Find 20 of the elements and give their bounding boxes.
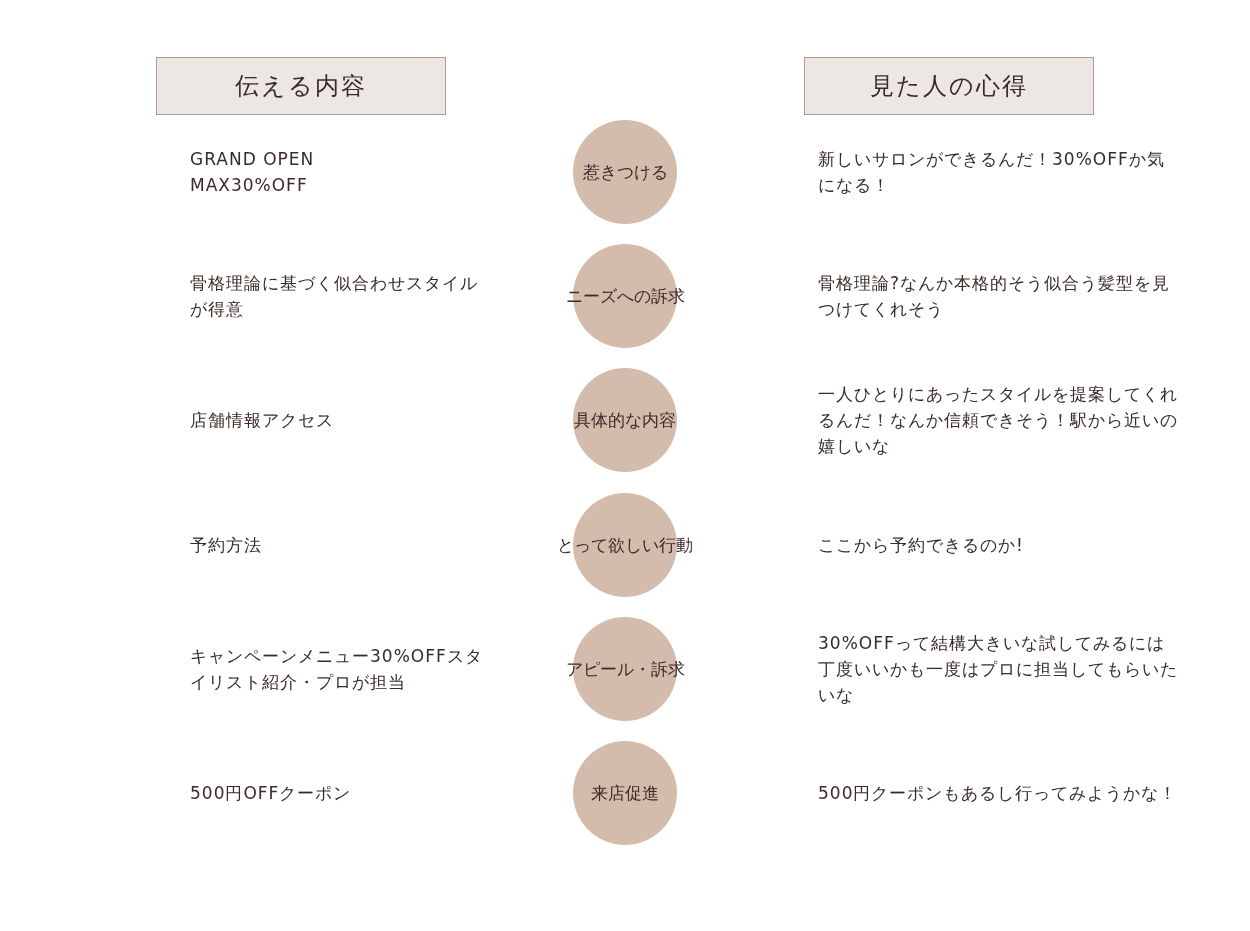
reaction-text: ここから予約できるのか! bbox=[818, 534, 1025, 557]
column-header: 伝える内容 bbox=[156, 57, 446, 115]
content-text: 店舗情報アクセス bbox=[190, 409, 335, 432]
content-text: キャンペーンメニュー30%OFFスタイリスト紹介・プロが担当 bbox=[190, 645, 484, 694]
content-text: GRAND OPEN MAX30%OFF bbox=[190, 148, 316, 197]
column-header: 見た人の心得 bbox=[804, 57, 1094, 115]
reaction-text: 骨格理論?なんか本格的そう似合う髪型を見つけてくれそう bbox=[818, 272, 1172, 321]
circle-label: ニーズへの訴求 bbox=[565, 284, 685, 308]
circle-label: 惹きつける bbox=[582, 160, 668, 184]
reaction-text: 500円クーポンもあるし行ってみようかな！ bbox=[818, 782, 1178, 805]
content-text: 500円OFFクーポン bbox=[190, 782, 353, 805]
circle-label: とって欲しい行動 bbox=[557, 533, 693, 557]
reaction-text: 一人ひとりにあったスタイルを提案してくれるんだ！なんか信頼できそう！駅から近いの嬉しいな bbox=[818, 383, 1178, 458]
content-text: 骨格理論に基づく似合わせスタイルが得意 bbox=[190, 272, 479, 321]
circle-label: アピール・訴求 bbox=[565, 657, 685, 681]
content-text: 予約方法 bbox=[190, 534, 263, 557]
circle-label: 具体的な内容 bbox=[574, 408, 676, 432]
reaction-text: 新しいサロンができるんだ！30%OFFか気になる！ bbox=[818, 148, 1166, 197]
reaction-text: 30%OFFって結構大きいな試してみるには丁度いいかも一度はプロに担当してもらいたいな bbox=[818, 632, 1178, 707]
circle-label: 来店促進 bbox=[591, 781, 659, 805]
